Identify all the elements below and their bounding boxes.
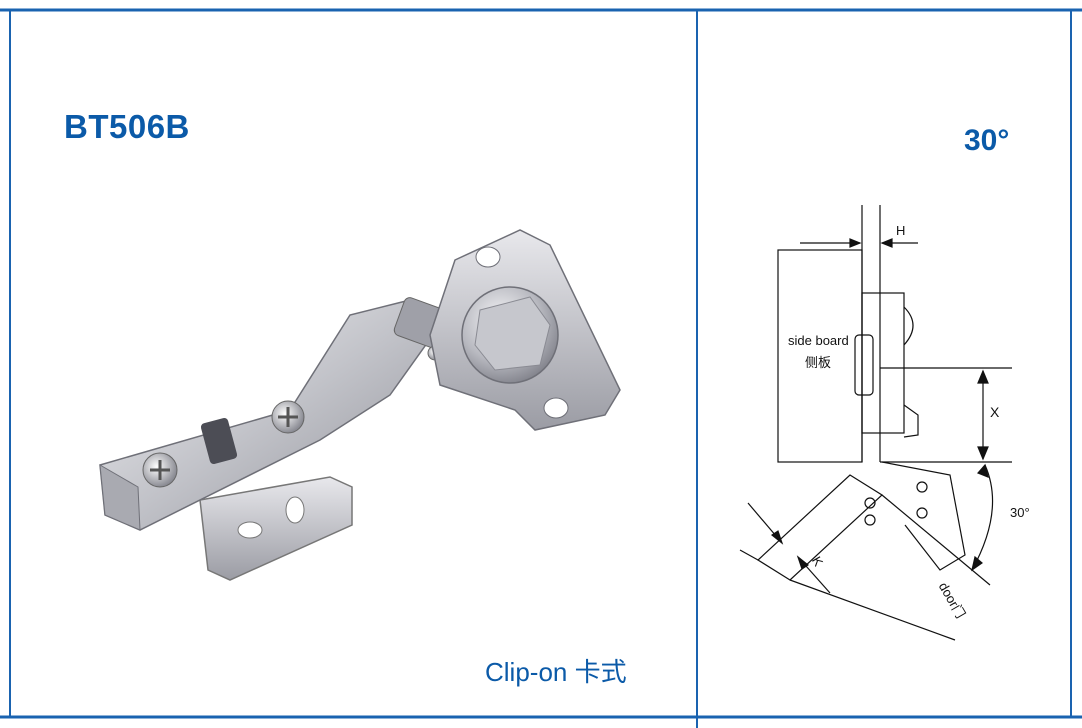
label-door: door门 — [936, 580, 969, 621]
label-x: X — [990, 404, 1000, 420]
label-h: H — [896, 223, 905, 238]
model-title: BT506B — [64, 108, 190, 145]
mount-type-caption: Clip-on 卡式 — [485, 657, 627, 687]
dimension-diagram: H side board 侧板 X 30° K door门 — [739, 205, 1030, 641]
label-side-board-cn: 侧板 — [805, 355, 831, 370]
hinge-photo — [99, 229, 621, 581]
label-k: K — [809, 554, 826, 569]
mounting-plate — [199, 476, 353, 581]
label-angle: 30° — [1010, 505, 1030, 520]
angle-title: 30° — [964, 124, 1010, 157]
label-side-board: side board — [788, 333, 849, 348]
